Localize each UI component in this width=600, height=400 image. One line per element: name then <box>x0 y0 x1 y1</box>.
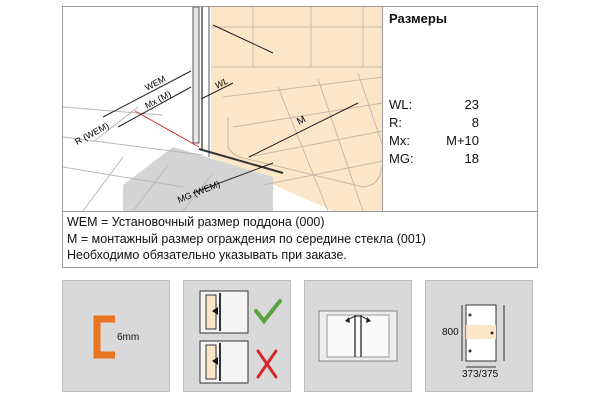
sizes-table: Размеры WL: 23 R: 8 Mx: M+10 MG: 18 <box>383 7 537 211</box>
red-guide-line <box>134 110 200 148</box>
floor-tiles <box>63 106 214 211</box>
note-order: Необходимо обязательно указывать при зак… <box>67 248 347 262</box>
sizes-title: Размеры <box>389 11 447 26</box>
dimension-panel-icon <box>461 304 505 368</box>
floor-shadow <box>123 147 273 211</box>
bracket-6mm-icon <box>93 315 115 359</box>
sliding-door-icon <box>318 310 398 362</box>
tile-dimensions: 800 373/375 <box>425 280 533 392</box>
diagram-svg: WEM Mx (M) R (WEM) WL M MG (WEM) <box>63 7 382 211</box>
tile-sliding-doors <box>304 280 412 392</box>
size-row-mg: MG: 18 <box>389 151 479 166</box>
tile-glass-thickness: 6mm <box>62 280 170 392</box>
size-row-mx: Mx: M+10 <box>389 133 479 148</box>
dim-height-label: 800 <box>442 327 459 338</box>
door-orientation-icon <box>199 290 249 384</box>
glass-bottom-edge <box>198 148 284 174</box>
tile-grid <box>211 7 382 211</box>
cross-icon <box>256 349 278 379</box>
notes-section: WEM = Установочный размер поддона (000) … <box>63 211 537 267</box>
dim-width-label: 373/375 <box>462 369 499 380</box>
size-row-wl: WL: 23 <box>389 97 479 112</box>
installation-diagram: WEM Mx (M) R (WEM) WL M MG (WEM) <box>63 7 383 211</box>
glass-panel <box>192 7 200 144</box>
glass-thickness-label: 6mm <box>117 332 140 343</box>
instruction-panel: WEM Mx (M) R (WEM) WL M MG (WEM) Размеры… <box>62 6 538 268</box>
check-icon <box>254 299 282 325</box>
note-wem: WEM = Установочный размер поддона (000) <box>67 215 325 229</box>
tile-orientation <box>183 280 291 392</box>
note-m: M = монтажный размер ограждения по серед… <box>67 231 426 246</box>
size-row-r: R: 8 <box>389 115 479 130</box>
dimension-lines <box>102 24 359 194</box>
